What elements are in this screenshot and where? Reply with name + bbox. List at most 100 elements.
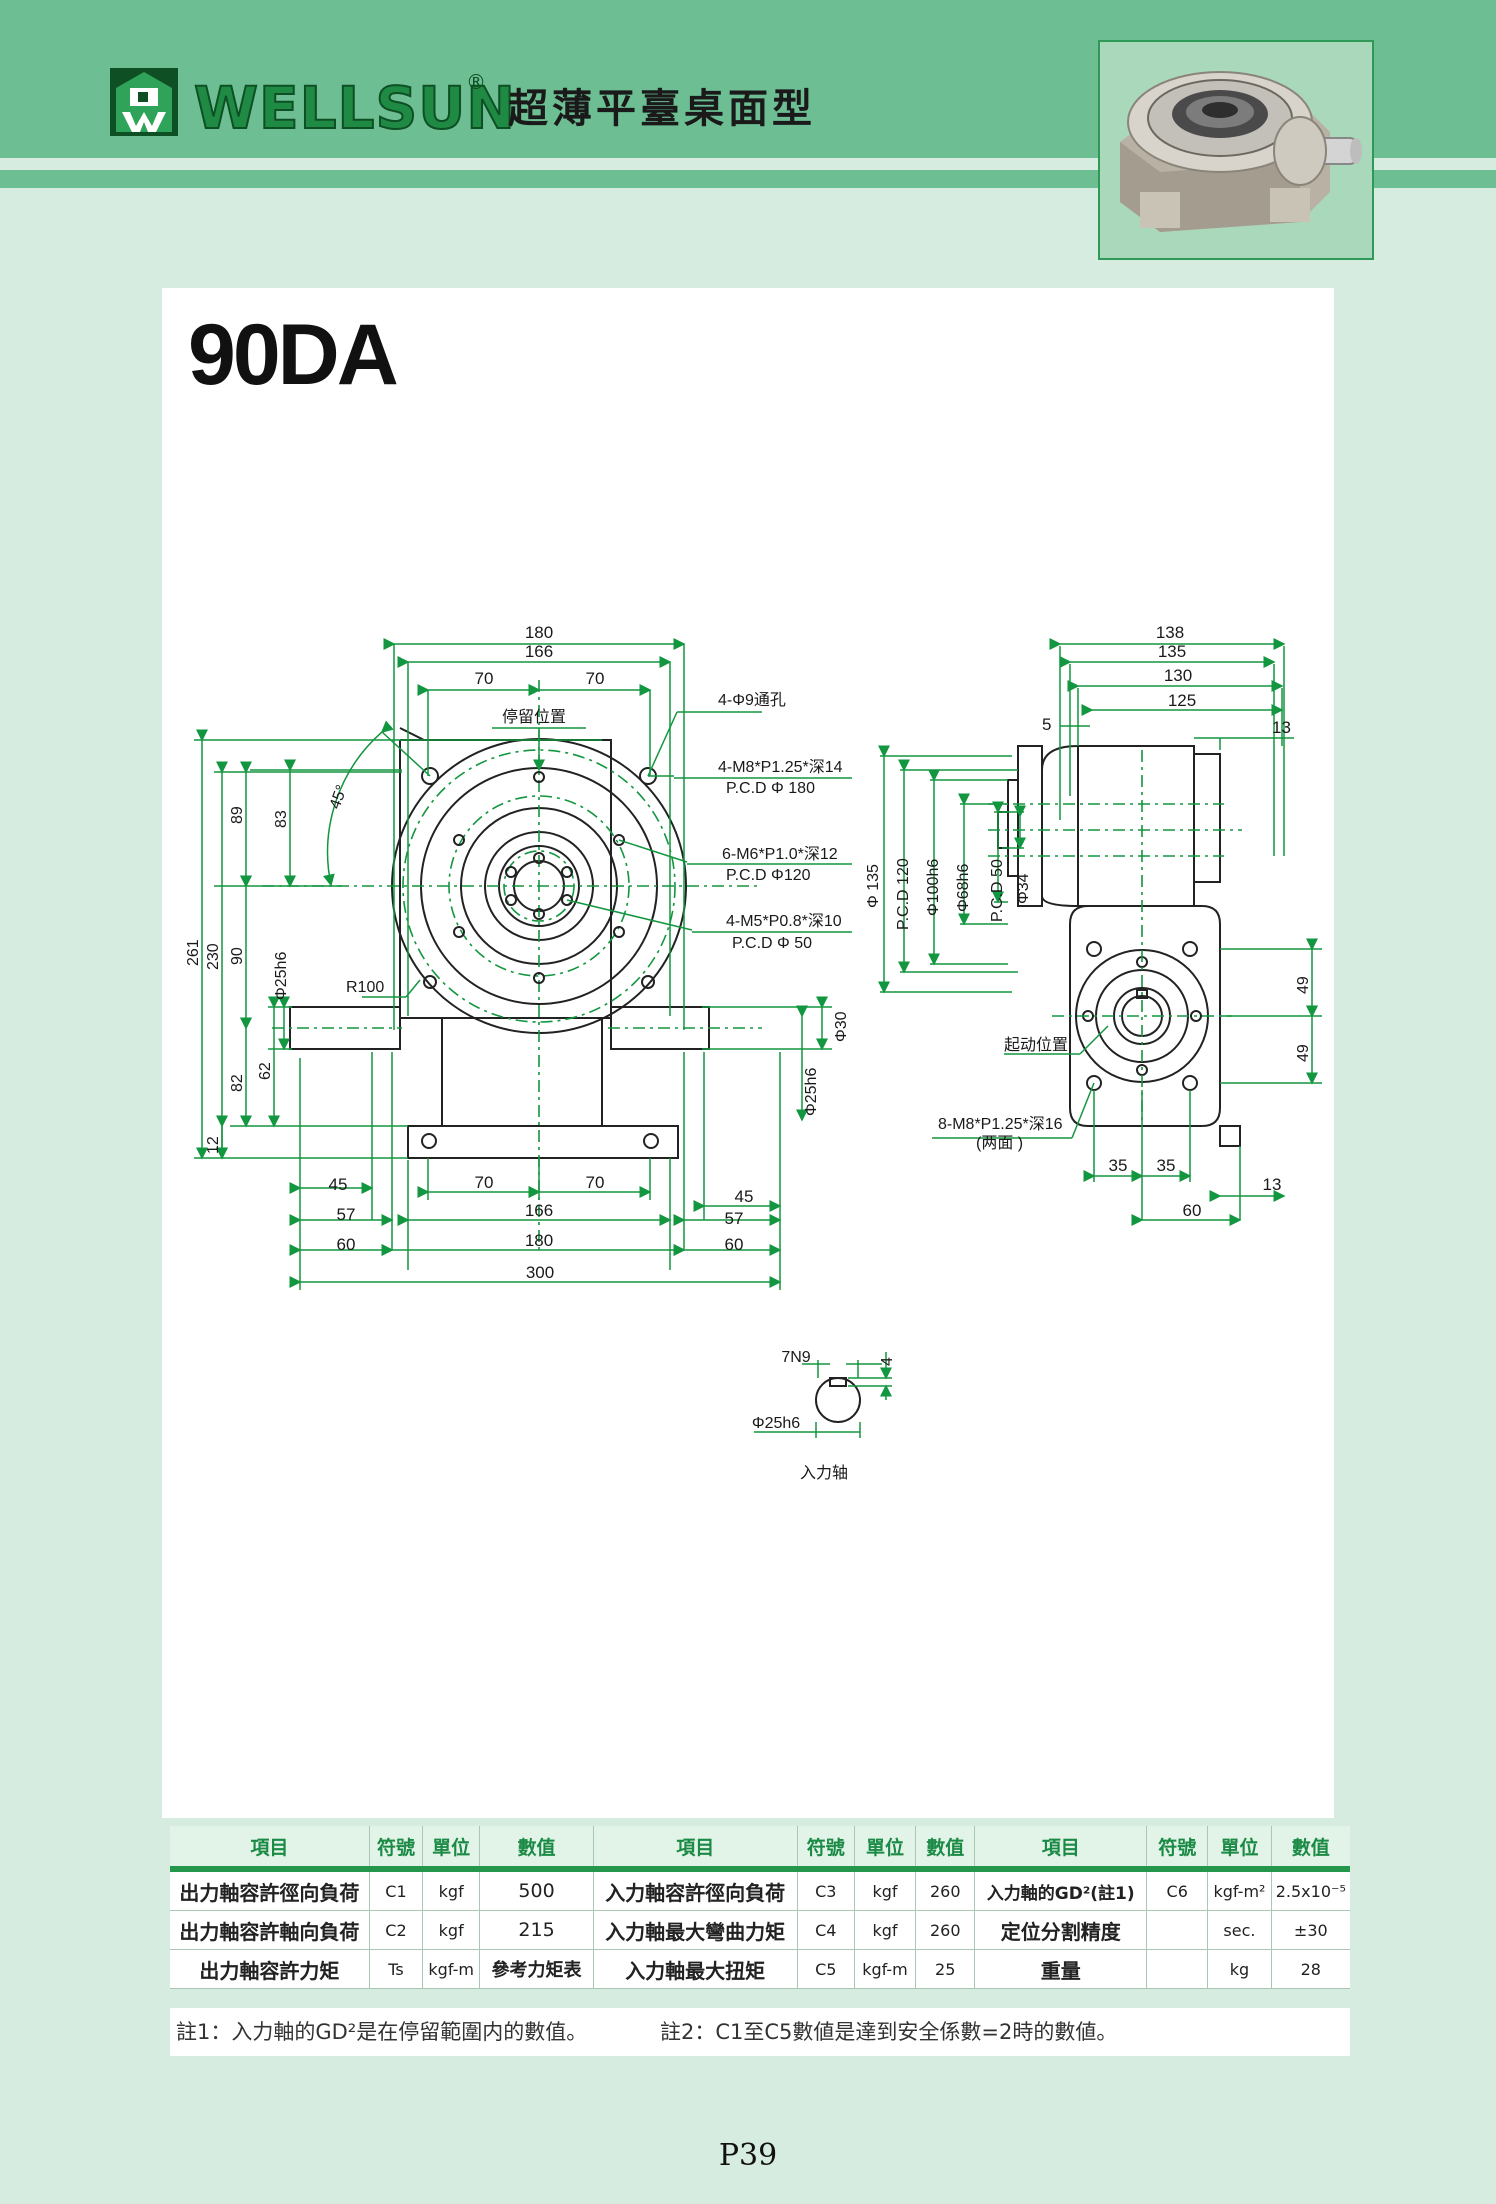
dim-62: 62 — [257, 1062, 274, 1080]
footnotes: 註1：入力軸的GD²是在停留範圍内的數值。 註2：C1至C5數値是達到安全係數=… — [170, 2008, 1350, 2056]
stop-position-label: 停留位置 — [502, 708, 566, 726]
dim-261: 261 — [185, 939, 202, 966]
side-dia-135: Φ 135 — [865, 864, 882, 908]
m6-pcd-label: P.C.D Φ120 — [726, 867, 811, 884]
table-cell: 重量 — [974, 1949, 1147, 1989]
input-shaft-dia-left: Φ25h6 — [273, 952, 290, 1000]
input-shaft-dia-right: Φ25h6 — [803, 1068, 820, 1116]
dim-60-left: 60 — [337, 1235, 356, 1254]
m5-holes-label: 4-M5*P0.8*深10 — [726, 912, 842, 930]
table-row: 出力軸容許軸向負荷 C2 kgf 215 入力軸最大彎曲力矩 C4 kgf 26… — [170, 1910, 1350, 1950]
dim-89: 89 — [229, 806, 246, 824]
model-title: 90DA — [188, 307, 399, 403]
col-unit: 單位 — [1207, 1826, 1272, 1872]
technical-drawing: 180 166 70 70 停留位置 45° 4-Φ9通孔 4-M8*P1.25… — [185, 623, 1322, 1482]
dim-70-bottom-right: 70 — [586, 1173, 605, 1192]
col-unit: 單位 — [853, 1826, 916, 1872]
col-item: 項目 — [974, 1826, 1147, 1872]
side-dim-13-top: 13 — [1272, 718, 1291, 737]
product-photo — [1098, 40, 1374, 260]
spec-table: 項目 符號 單位 數值 項目 符號 單位 數值 項目 符號 單位 數值 出力軸容… — [170, 1826, 1350, 1989]
dim-45-left: 45 — [329, 1175, 348, 1194]
through-hole-label: 4-Φ9通孔 — [718, 691, 786, 709]
table-cell — [1146, 1910, 1208, 1950]
table-cell: C3 — [796, 1869, 855, 1911]
dim-57-left: 57 — [337, 1205, 356, 1224]
col-value: 數值 — [915, 1826, 975, 1872]
table-cell: 出力軸容許力矩 — [170, 1949, 370, 1989]
dim-82: 82 — [229, 1074, 246, 1092]
side-dim-125: 125 — [1168, 691, 1196, 710]
side-pcd-120: P.C.D 120 — [895, 858, 912, 930]
page-number: P39 — [718, 2138, 778, 2173]
col-unit: 單位 — [422, 1826, 480, 1872]
keyway-label: 7N9 — [781, 1349, 810, 1366]
keyway-depth-label: 4 — [879, 1357, 896, 1366]
shaft-dia-label: Φ25h6 — [752, 1415, 800, 1432]
m8-holes-label: 4-M8*P1.25*深14 — [718, 758, 843, 776]
table-cell: kgf — [853, 1910, 916, 1950]
side-dim-138: 138 — [1156, 623, 1184, 642]
series-title: 超薄平臺桌面型 — [508, 86, 816, 132]
side-dia-68h6: Φ68h6 — [955, 864, 972, 912]
table-cell: 出力軸容許徑向負荷 — [170, 1869, 370, 1911]
table-cell: kgf-m — [422, 1949, 480, 1989]
table-cell: ±30 — [1270, 1910, 1350, 1950]
wellsun-logo-icon — [110, 68, 178, 136]
table-cell: kgf — [853, 1869, 916, 1911]
brand-name: WELLSUN — [193, 73, 516, 143]
side-dim-35-left: 35 — [1109, 1156, 1128, 1175]
table-cell: 入力軸容許徑向負荷 — [592, 1869, 798, 1911]
indexer-photo-image — [1120, 71, 1362, 232]
front-view: 180 166 70 70 停留位置 45° 4-Φ9通孔 4-M8*P1.25… — [185, 623, 852, 1290]
table-cell: 215 — [479, 1910, 594, 1950]
table-cell — [1146, 1949, 1208, 1989]
angle-label: 45° — [327, 783, 351, 812]
both-sides-label: (两面 ) — [976, 1135, 1023, 1152]
table-cell: 25 — [915, 1949, 975, 1989]
side-dim-49-bottom: 49 — [1295, 1044, 1312, 1062]
radius-label: R100 — [346, 979, 384, 996]
dim-57-right: 57 — [725, 1209, 744, 1228]
input-shaft-detail: 7N9 4 Φ25h6 入力轴 — [752, 1349, 896, 1482]
dim-12: 12 — [205, 1136, 222, 1154]
table-cell: 參考力矩表 — [479, 1949, 594, 1989]
table-cell: C6 — [1146, 1869, 1208, 1911]
spec-table-header: 項目 符號 單位 數值 項目 符號 單位 數值 項目 符號 單位 數值 — [170, 1826, 1350, 1872]
dim-60-right: 60 — [725, 1235, 744, 1254]
dim-166-bottom: 166 — [525, 1201, 553, 1220]
side-dim-60: 60 — [1183, 1201, 1202, 1220]
side-view: 138 135 130 125 5 13 Φ 135 P.C.D 120 Φ10… — [865, 623, 1322, 1226]
table-cell: 260 — [915, 1869, 975, 1911]
dim-230: 230 — [205, 943, 222, 970]
dim-180-bottom: 180 — [525, 1231, 553, 1250]
dim-166: 166 — [525, 642, 553, 661]
table-row: 出力軸容許徑向負荷 C1 kgf 500 入力軸容許徑向負荷 C3 kgf 26… — [170, 1869, 1350, 1911]
table-cell: kgf-m² — [1207, 1869, 1272, 1911]
table-cell: 28 — [1270, 1949, 1350, 1989]
footnote-1: 註1：入力軸的GD²是在停留範圍内的數值。 — [176, 2020, 588, 2044]
col-value: 數值 — [479, 1826, 594, 1872]
side-dim-13-bottom: 13 — [1263, 1175, 1282, 1194]
side-dim-5: 5 — [1042, 715, 1051, 734]
side-dim-135: 135 — [1158, 642, 1186, 661]
col-value: 數值 — [1270, 1826, 1350, 1872]
table-cell: kgf — [422, 1910, 480, 1950]
dim-180: 180 — [525, 623, 553, 642]
table-cell: 入力軸的GD²(註1) — [974, 1869, 1147, 1911]
table-cell: C5 — [796, 1949, 855, 1989]
col-item: 項目 — [170, 1826, 370, 1872]
m8-pcd-label: P.C.D Φ 180 — [726, 780, 815, 797]
m6-holes-label: 6-M6*P1.0*深12 — [722, 845, 838, 863]
table-cell: 出力軸容許軸向負荷 — [170, 1910, 370, 1950]
col-symbol: 符號 — [368, 1826, 423, 1872]
table-cell: 入力軸最大彎曲力矩 — [592, 1910, 798, 1950]
side-m8-holes-label: 8-M8*P1.25*深16 — [938, 1115, 1063, 1133]
table-row: 出力軸容許力矩 Ts kgf-m 參考力矩表 入力軸最大扭矩 C5 kgf-m … — [170, 1949, 1350, 1989]
dim-90: 90 — [229, 947, 246, 965]
table-cell: Ts — [368, 1949, 423, 1989]
input-shaft-caption: 入力轴 — [800, 1464, 848, 1482]
col-item: 項目 — [592, 1826, 798, 1872]
table-cell: 2.5x10⁻⁵ — [1270, 1869, 1350, 1911]
col-symbol: 符號 — [796, 1826, 855, 1872]
